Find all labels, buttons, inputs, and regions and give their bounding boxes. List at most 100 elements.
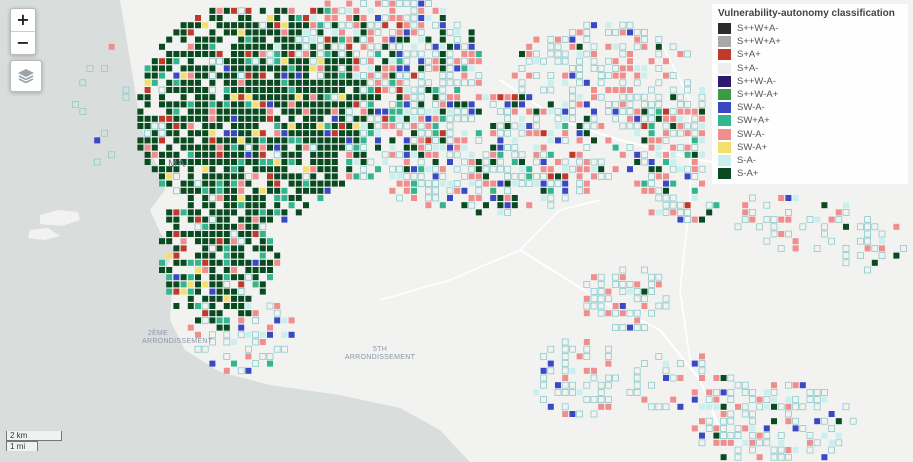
grid-cell [662,136,670,144]
grid-cell [180,281,187,288]
grid-cell [310,151,317,158]
grid-cell [662,302,670,310]
grid-cell [267,360,273,367]
grid-cell [417,50,425,58]
grid-cell [439,72,447,79]
grid-cell [698,439,706,447]
grid-cell [317,123,324,129]
grid-cell [223,180,230,187]
legend-label: SW-A- [737,128,765,140]
grid-cell [497,94,504,101]
grid-cell [432,144,439,151]
grid-cell [216,259,223,266]
grid-cell [454,101,461,108]
grid-cell [339,144,345,151]
grid-cell [561,338,569,346]
grid-cell [453,165,461,173]
grid-cell [504,144,512,152]
grid-cell [663,108,669,115]
grid-cell [180,231,187,237]
grid-cell [316,43,324,51]
grid-cell [259,108,266,115]
legend-swatch [718,62,731,74]
grid-cell [367,87,374,93]
grid-cell [699,418,705,425]
grid-cell [792,396,799,404]
grid-cell [447,180,453,187]
grid-cell [202,267,209,273]
grid-cell [195,151,201,158]
grid-cell [468,58,475,65]
grid-cell [634,130,641,137]
grid-cell [475,195,482,201]
grid-cell [396,51,403,57]
grid-cell [259,209,266,216]
grid-cell [231,87,237,93]
grid-cell [626,280,634,288]
grid-cell [597,93,605,101]
legend-label: SW-A+ [737,141,768,153]
grid-cell [209,101,216,108]
grid-cell [209,43,216,50]
grid-cell [295,79,302,86]
grid-cell [612,324,619,332]
grid-cell [540,159,547,165]
grid-cell [202,94,209,101]
zoom-in-button[interactable]: + [16,10,30,29]
grid-cell [432,151,439,158]
grid-cell [231,274,237,281]
grid-cell [316,72,324,79]
grid-cell [353,15,360,21]
grid-cell [346,58,353,65]
layers-button[interactable] [10,60,42,92]
grid-cell [468,201,476,209]
grid-cell [194,223,202,231]
grid-cell [345,144,353,152]
grid-cell [274,144,281,151]
grid-cell [526,72,533,79]
grid-cell [410,86,418,94]
grid-cell [381,14,389,22]
grid-cell [353,87,360,93]
grid-cell [396,36,403,43]
grid-cell [274,173,281,180]
grid-cell [367,158,375,166]
grid-cell [382,22,389,29]
grid-cell [288,58,295,65]
grid-cell [238,281,245,288]
grid-cell [187,209,194,216]
grid-cell [195,231,201,237]
grid-cell [489,101,497,108]
grid-cell [821,432,828,439]
grid-cell [245,94,252,101]
grid-cell [223,108,230,115]
grid-cell [303,115,309,122]
grid-cell [252,274,259,281]
grid-cell [396,180,403,187]
legend-swatch [718,154,731,166]
grid-cell [389,36,396,43]
grid-cell [597,172,605,180]
grid-cell [231,65,237,72]
grid-cell [303,94,309,101]
grid-cell [403,159,410,165]
grid-cell [195,108,201,115]
grid-cell [547,137,554,144]
grid-cell [576,410,583,418]
grid-cell [231,79,237,86]
grid-cell [266,302,274,310]
grid-cell [259,101,266,108]
grid-cell [461,130,468,137]
grid-cell [627,115,633,122]
grid-cell [396,65,403,72]
grid-cell [331,79,338,86]
grid-cell [238,223,245,230]
grid-cell [137,137,144,144]
grid-cell [418,151,425,158]
grid-cell [821,202,828,209]
grid-cell [302,36,310,43]
zoom-out-button[interactable]: − [11,31,35,54]
grid-cell [324,58,331,65]
legend-item: SW-A- [718,101,902,114]
grid-cell [208,331,216,339]
